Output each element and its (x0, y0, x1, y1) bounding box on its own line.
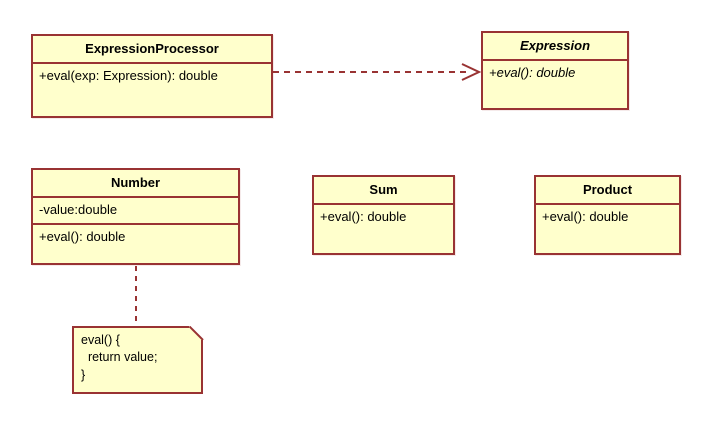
class-operation-sum-eval: +eval(): double (320, 209, 407, 225)
class-compartment-filler (33, 89, 271, 109)
class-name-number: Number (33, 170, 238, 199)
note-text: eval() { return value; } (81, 333, 158, 382)
class-box-expression[interactable]: Expression +eval(): double (481, 31, 629, 110)
note-box-number-eval[interactable]: eval() { return value; } (72, 326, 203, 394)
class-box-expressionprocessor[interactable]: ExpressionProcessor +eval(exp: Expressio… (31, 34, 273, 118)
class-attribute-number-value: -value:double (33, 198, 238, 226)
class-name-sum: Sum (314, 177, 453, 206)
class-compartment-filler (483, 86, 627, 104)
class-box-product[interactable]: Product +eval(): double (534, 175, 681, 255)
class-name-expressionprocessor: ExpressionProcessor (33, 36, 271, 65)
class-compartment-filler (536, 230, 679, 250)
class-operation-expression-eval: +eval(): double (489, 65, 576, 81)
class-operation-product-eval: +eval(): double (542, 209, 629, 225)
class-operation-number-eval: +eval(): double (39, 229, 126, 245)
class-compartment-filler (314, 230, 453, 250)
class-box-sum[interactable]: Sum +eval(): double (312, 175, 455, 255)
class-operation-expressionprocessor-eval: +eval(exp: Expression): double (39, 68, 218, 84)
dependency-arrowhead-open (461, 63, 482, 81)
class-name-expression: Expression (483, 33, 627, 62)
class-box-number[interactable]: Number -value:double +eval(): double (31, 168, 240, 265)
class-name-product: Product (536, 177, 679, 206)
